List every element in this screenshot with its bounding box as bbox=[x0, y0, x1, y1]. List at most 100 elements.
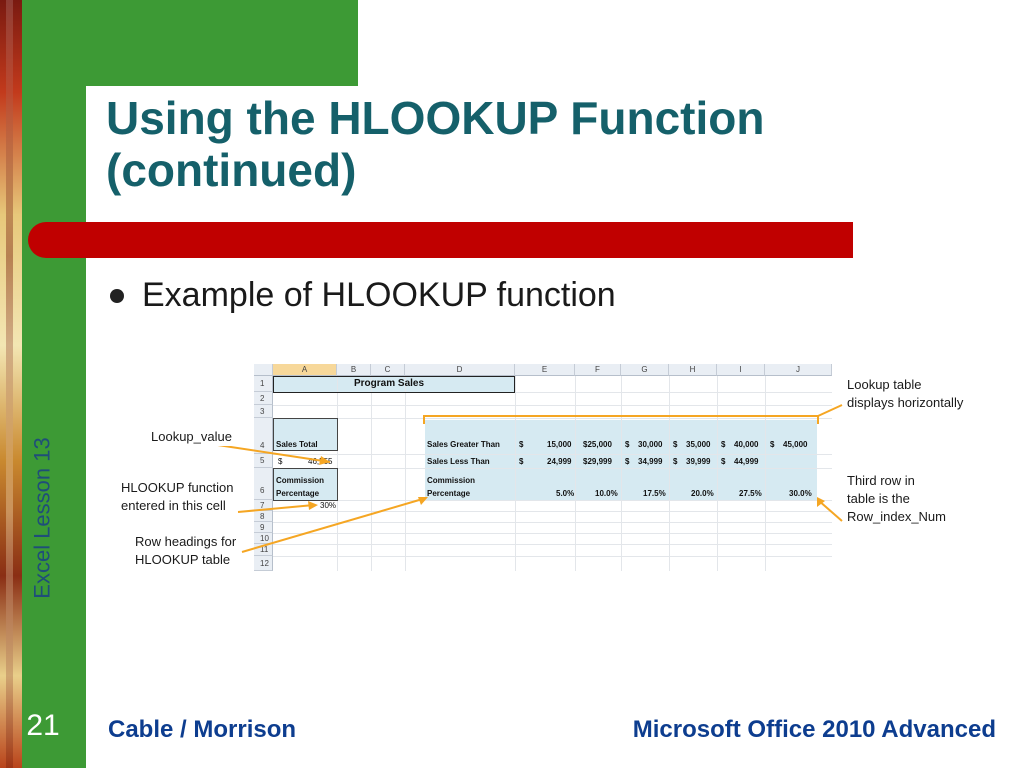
bullet-item: Example of HLOOKUP function bbox=[110, 276, 616, 315]
gridline bbox=[717, 376, 718, 571]
gridline bbox=[515, 376, 516, 571]
cell-a5-currency: $ bbox=[278, 457, 283, 466]
lookup-cell: $29,999 bbox=[583, 457, 612, 466]
cell-a1-title: Program Sales bbox=[354, 378, 425, 389]
lookup-cell: 24,999 bbox=[547, 457, 572, 466]
gridline bbox=[273, 511, 832, 512]
lookup-commission-label-2: Percentage bbox=[427, 489, 471, 498]
cell-a1-border bbox=[273, 376, 515, 393]
gridline bbox=[371, 376, 372, 571]
lookup-cell: $25,000 bbox=[583, 440, 612, 449]
lookup-cell: $ bbox=[625, 440, 630, 449]
lookup-cell: $ bbox=[721, 440, 726, 449]
lookup-cell: 45,000 bbox=[783, 440, 808, 449]
pct-cell: 27.5% bbox=[739, 489, 762, 498]
red-divider-bar bbox=[28, 222, 853, 258]
callout-line: table is the bbox=[847, 491, 910, 506]
pct-cell: 5.0% bbox=[556, 489, 575, 498]
decorative-strip bbox=[0, 0, 22, 768]
callout-line: Third row in bbox=[847, 473, 915, 488]
pct-cell: 17.5% bbox=[643, 489, 666, 498]
gridline bbox=[273, 454, 832, 455]
col-header-a: A bbox=[273, 364, 337, 376]
green-top-band bbox=[86, 0, 358, 86]
callout-line: HLOOKUP table bbox=[135, 552, 231, 567]
spreadsheet-image: A B C D E F G H I J 1 2 3 4 5 6 7 8 9 10… bbox=[254, 364, 832, 571]
callout-line: Row_index_Num bbox=[847, 509, 946, 524]
lookup-commission-label-1: Commission bbox=[427, 476, 476, 485]
row-header-6: 6 bbox=[254, 468, 273, 500]
hlookup-entered-callout: HLOOKUP function entered in this cell bbox=[118, 479, 237, 515]
cell-a4: Sales Total bbox=[276, 440, 318, 449]
cell-a6-line2: Percentage bbox=[276, 489, 320, 498]
col-header-b: B bbox=[337, 364, 371, 376]
col-header-g: G bbox=[621, 364, 669, 376]
col-header-f: F bbox=[575, 364, 621, 376]
lookup-cell: 15,000 bbox=[547, 440, 572, 449]
footer-book-title: Microsoft Office 2010 Advanced bbox=[632, 716, 996, 743]
gridline bbox=[273, 500, 832, 501]
gridline bbox=[273, 522, 832, 523]
gridline bbox=[575, 376, 576, 571]
gridline bbox=[273, 418, 832, 419]
lookup-value-callout: Lookup_value bbox=[148, 428, 235, 446]
bullet-dot-icon bbox=[110, 288, 124, 303]
cell-a6-line1: Commission bbox=[276, 476, 325, 485]
third-row-callout: Third row in table is the Row_index_Num bbox=[844, 472, 949, 526]
row-header-8: 8 bbox=[254, 511, 273, 522]
lookup-cell: 35,000 bbox=[686, 440, 711, 449]
lookup-table-callout: Lookup table displays horizontally bbox=[844, 376, 967, 412]
row-header-2: 2 bbox=[254, 392, 273, 405]
lookup-cell: $ bbox=[770, 440, 775, 449]
gridline bbox=[621, 376, 622, 571]
gridline bbox=[273, 544, 832, 545]
callout-line: entered in this cell bbox=[121, 498, 226, 513]
lookup-cell: $ bbox=[673, 457, 678, 466]
row-header-12: 12 bbox=[254, 556, 273, 571]
gridline bbox=[273, 556, 832, 557]
lookup-cell: 30,000 bbox=[638, 440, 663, 449]
callout-line: displays horizontally bbox=[847, 395, 964, 410]
gridline bbox=[765, 376, 766, 571]
side-lesson-text: Excel Lesson 13 bbox=[30, 437, 55, 599]
row-header-9: 9 bbox=[254, 522, 273, 533]
footer-authors: Cable / Morrison bbox=[108, 716, 297, 743]
gridline bbox=[669, 376, 670, 571]
lookup-cell: $ bbox=[519, 440, 524, 449]
green-sidebar bbox=[22, 0, 86, 768]
col-header-i: I bbox=[717, 364, 765, 376]
row-header-10: 10 bbox=[254, 533, 273, 544]
lookup-cell: $ bbox=[721, 457, 726, 466]
row-headings-callout: Row headings for HLOOKUP table bbox=[132, 533, 240, 569]
pct-cell: 30.0% bbox=[789, 489, 812, 498]
col-header-c: C bbox=[371, 364, 405, 376]
bullet-text: Example of HLOOKUP function bbox=[142, 276, 616, 314]
cell-a7: 30% bbox=[320, 501, 337, 510]
title-fill bbox=[273, 376, 515, 392]
side-lesson-label: Excel Lesson 13 bbox=[26, 408, 60, 628]
row-header-1: 1 bbox=[254, 376, 273, 392]
pct-cell: 20.0% bbox=[691, 489, 714, 498]
row-header-11: 11 bbox=[254, 544, 273, 556]
row-header-5: 5 bbox=[254, 454, 273, 468]
callout-line: Lookup table bbox=[847, 377, 922, 392]
gridline bbox=[273, 392, 832, 393]
callout-line: Row headings for bbox=[135, 534, 237, 549]
sheet-corner bbox=[254, 364, 273, 376]
lookup-cell: $ bbox=[519, 457, 524, 466]
col-header-j: J bbox=[765, 364, 832, 376]
gridline bbox=[405, 376, 406, 571]
row-header-7: 7 bbox=[254, 500, 273, 511]
lookup-cell: 40,000 bbox=[734, 440, 759, 449]
title-line-2: (continued) bbox=[106, 144, 357, 196]
lookup-cell: 39,999 bbox=[686, 457, 711, 466]
gridline bbox=[273, 468, 832, 469]
gridline bbox=[273, 405, 832, 406]
lookup-cell: $ bbox=[625, 457, 630, 466]
cell-a5-value: 46,555 bbox=[308, 457, 333, 466]
lookup-cell: 44,999 bbox=[734, 457, 759, 466]
commission-fill bbox=[273, 468, 337, 500]
page-number: 21 bbox=[22, 705, 64, 747]
col-header-e: E bbox=[515, 364, 575, 376]
row-header-3: 3 bbox=[254, 405, 273, 418]
